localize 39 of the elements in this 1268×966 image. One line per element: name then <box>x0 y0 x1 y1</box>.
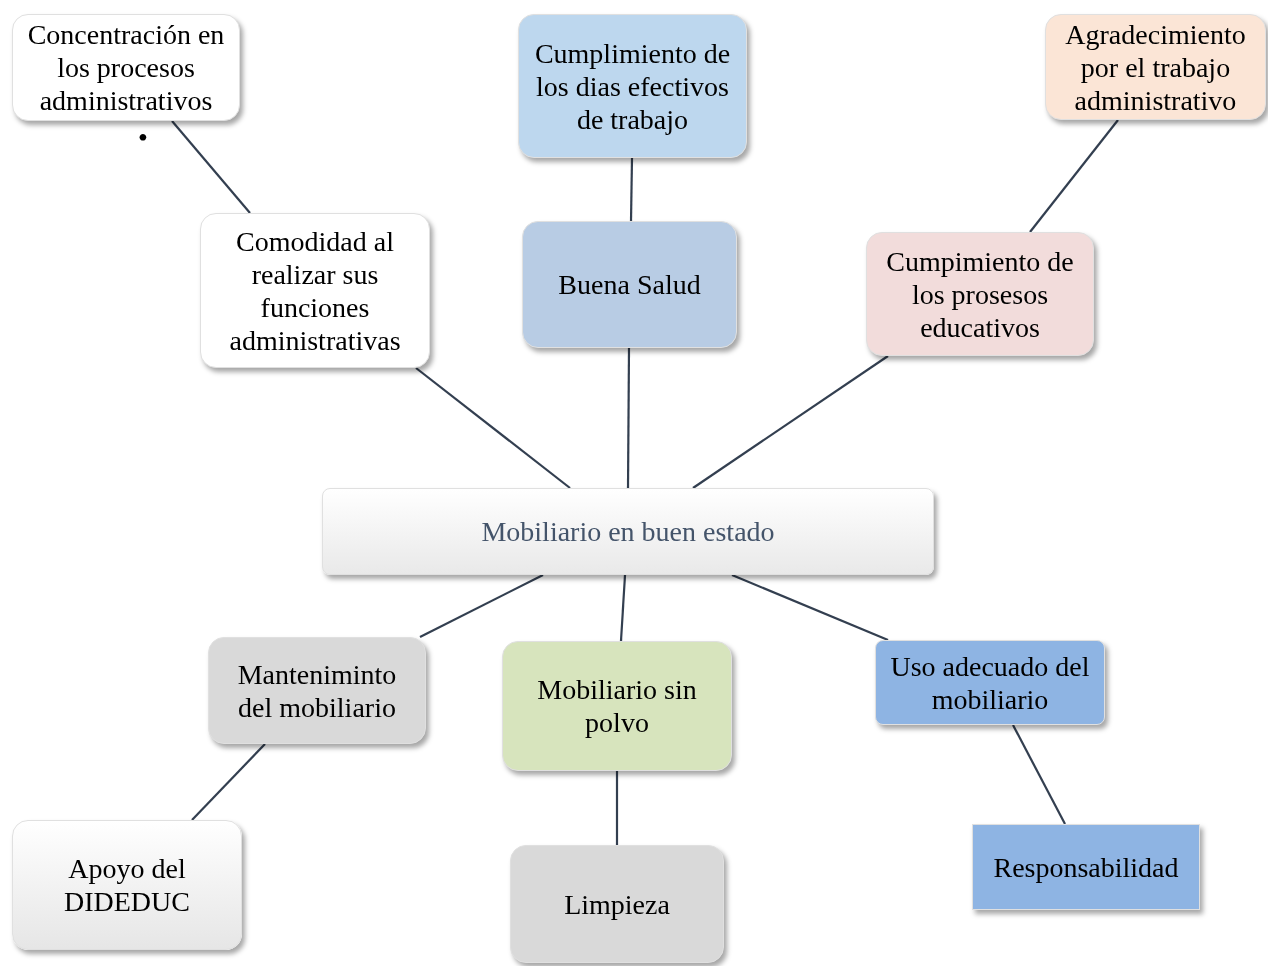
connector-line <box>415 367 571 489</box>
node-text: Responsabilidad <box>993 850 1179 884</box>
node-text: Buena Salud <box>558 268 701 301</box>
node-text: Manteniminto del mobiliario <box>236 657 398 724</box>
node-text: Concentración en los procesos administrativos <box>26 18 226 117</box>
node-text: Mobiliario sin polvo <box>536 673 698 739</box>
rounded-box <box>522 221 737 348</box>
node-text: Cumplimiento de los dias efectivos de trabajo <box>533 36 732 136</box>
connector-line <box>1012 724 1066 825</box>
rounded-box <box>518 14 747 158</box>
node-text: Cumpimiento de los prosesos educativos <box>885 244 1075 344</box>
connector-line <box>419 574 544 638</box>
connector-line <box>629 158 634 221</box>
rounded-box <box>12 820 242 950</box>
rounded-box <box>502 641 732 771</box>
node-text: Apoyo del DIDEDUC <box>63 852 191 918</box>
bullet-mark: • <box>138 122 148 154</box>
connector-line <box>171 120 251 214</box>
connector-line <box>626 348 631 488</box>
node-text: Agradecimiento por el trabajo administrativo <box>1064 17 1247 117</box>
rounded-box <box>208 637 426 744</box>
rounded-box <box>1045 14 1266 120</box>
rounded-box <box>510 845 724 963</box>
connector-line <box>1029 119 1119 233</box>
node-text: Mobiliario en buen estado <box>481 515 775 548</box>
connector-line <box>191 743 266 821</box>
connector-line <box>619 574 627 642</box>
node-text: Uso adecuado del mobiliario <box>889 649 1091 716</box>
rounded-box <box>322 488 934 575</box>
rounded-box <box>972 824 1200 910</box>
rounded-box <box>866 232 1094 356</box>
connector-line <box>692 355 889 489</box>
rounded-box <box>200 213 430 368</box>
node-text: Comodidad al realizar sus funciones administrativas <box>228 224 402 357</box>
rounded-box <box>12 14 240 121</box>
connector-line <box>615 771 619 845</box>
rounded-box <box>875 640 1105 725</box>
node-text: Limpieza <box>564 887 670 921</box>
connector-line <box>731 574 889 641</box>
